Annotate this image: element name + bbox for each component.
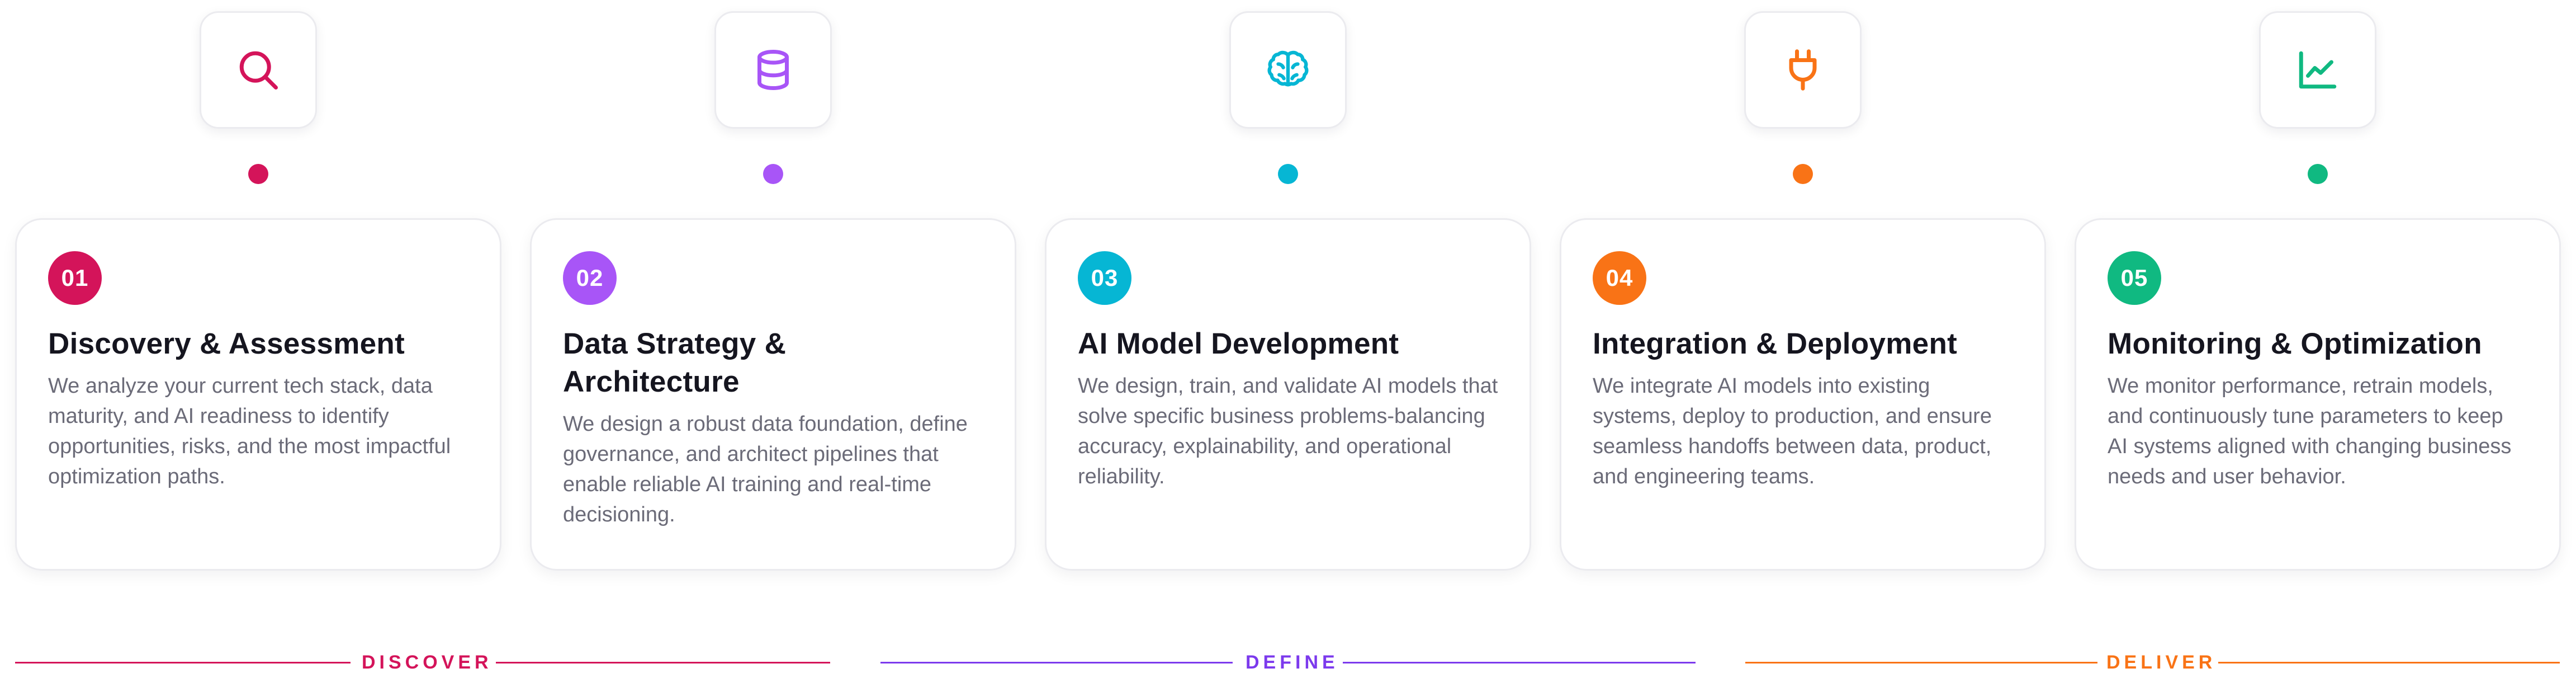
- step-description: We monitor performance, retrain models, …: [2108, 374, 2512, 488]
- step-description: We analyze your current tech stack, data…: [48, 374, 451, 488]
- phase-line-discover-right: [496, 662, 830, 663]
- phase-label-discover: DISCOVER: [362, 652, 493, 673]
- step-title: Data Strategy & Architecture: [563, 327, 787, 398]
- step-column-3: 03 AI Model Development We design, train…: [1045, 0, 1531, 571]
- step-card-2: 02 Data Strategy & Architecture We desig…: [530, 218, 1016, 571]
- phase-line-define-right: [1343, 662, 1696, 663]
- step-number-badge: 02: [563, 251, 617, 305]
- step-icon-tile-3: [1229, 11, 1347, 129]
- step-title: Monitoring & Optimization: [2108, 327, 2482, 360]
- step-card-4: 04 Integration & Deployment We integrate…: [1560, 218, 2046, 571]
- step-column-5: 05 Monitoring & Optimization We monitor …: [2075, 0, 2561, 571]
- brain-icon: [1267, 50, 1309, 87]
- phase-line-deliver-right: [2218, 662, 2560, 663]
- step-number-badge: 01: [48, 251, 102, 305]
- step-column-4: 04 Integration & Deployment We integrate…: [1560, 0, 2046, 571]
- step-card-3: 03 AI Model Development We design, train…: [1045, 218, 1531, 571]
- phase-line-deliver-left: [1745, 662, 2097, 663]
- step-description: We design a robust data foundation, defi…: [563, 412, 968, 526]
- step-title: Discovery & Assessment: [48, 327, 405, 360]
- step-title: AI Model Development: [1078, 327, 1399, 360]
- phase-line-discover-left: [15, 662, 351, 663]
- step-icon-tile-4: [1744, 11, 1862, 129]
- phase-label-define: DEFINE: [1246, 652, 1339, 673]
- timeline-dot-2: [763, 164, 783, 184]
- phase-label-deliver: DELIVER: [2106, 652, 2217, 673]
- step-number-badge: 05: [2108, 251, 2161, 305]
- step-number-badge: 04: [1593, 251, 1646, 305]
- timeline-dot-3: [1278, 164, 1298, 184]
- step-title: Integration & Deployment: [1593, 327, 1958, 360]
- step-column-2: 02 Data Strategy & Architecture We desig…: [530, 0, 1016, 571]
- timeline-dot-5: [2308, 164, 2328, 184]
- line-chart-icon: [2299, 51, 2337, 89]
- timeline-dot-1: [248, 164, 268, 184]
- step-icon-tile-5: [2259, 11, 2376, 129]
- step-column-1: 01 Discovery & Assessment We analyze you…: [15, 0, 501, 571]
- step-icon-tile-2: [714, 11, 832, 129]
- phase-line-define-left: [880, 662, 1233, 663]
- step-card-1: 01 Discovery & Assessment We analyze you…: [15, 218, 501, 571]
- database-icon: [757, 49, 789, 91]
- search-icon: [239, 51, 278, 90]
- step-card-5: 05 Monitoring & Optimization We monitor …: [2075, 218, 2561, 571]
- step-description: We integrate AI models into existing sys…: [1593, 374, 1992, 488]
- step-description: We design, train, and validate AI models…: [1078, 374, 1498, 488]
- step-icon-tile-1: [200, 11, 317, 129]
- step-number-badge: 03: [1078, 251, 1131, 305]
- plug-icon: [1789, 49, 1817, 91]
- timeline-dot-4: [1793, 164, 1813, 184]
